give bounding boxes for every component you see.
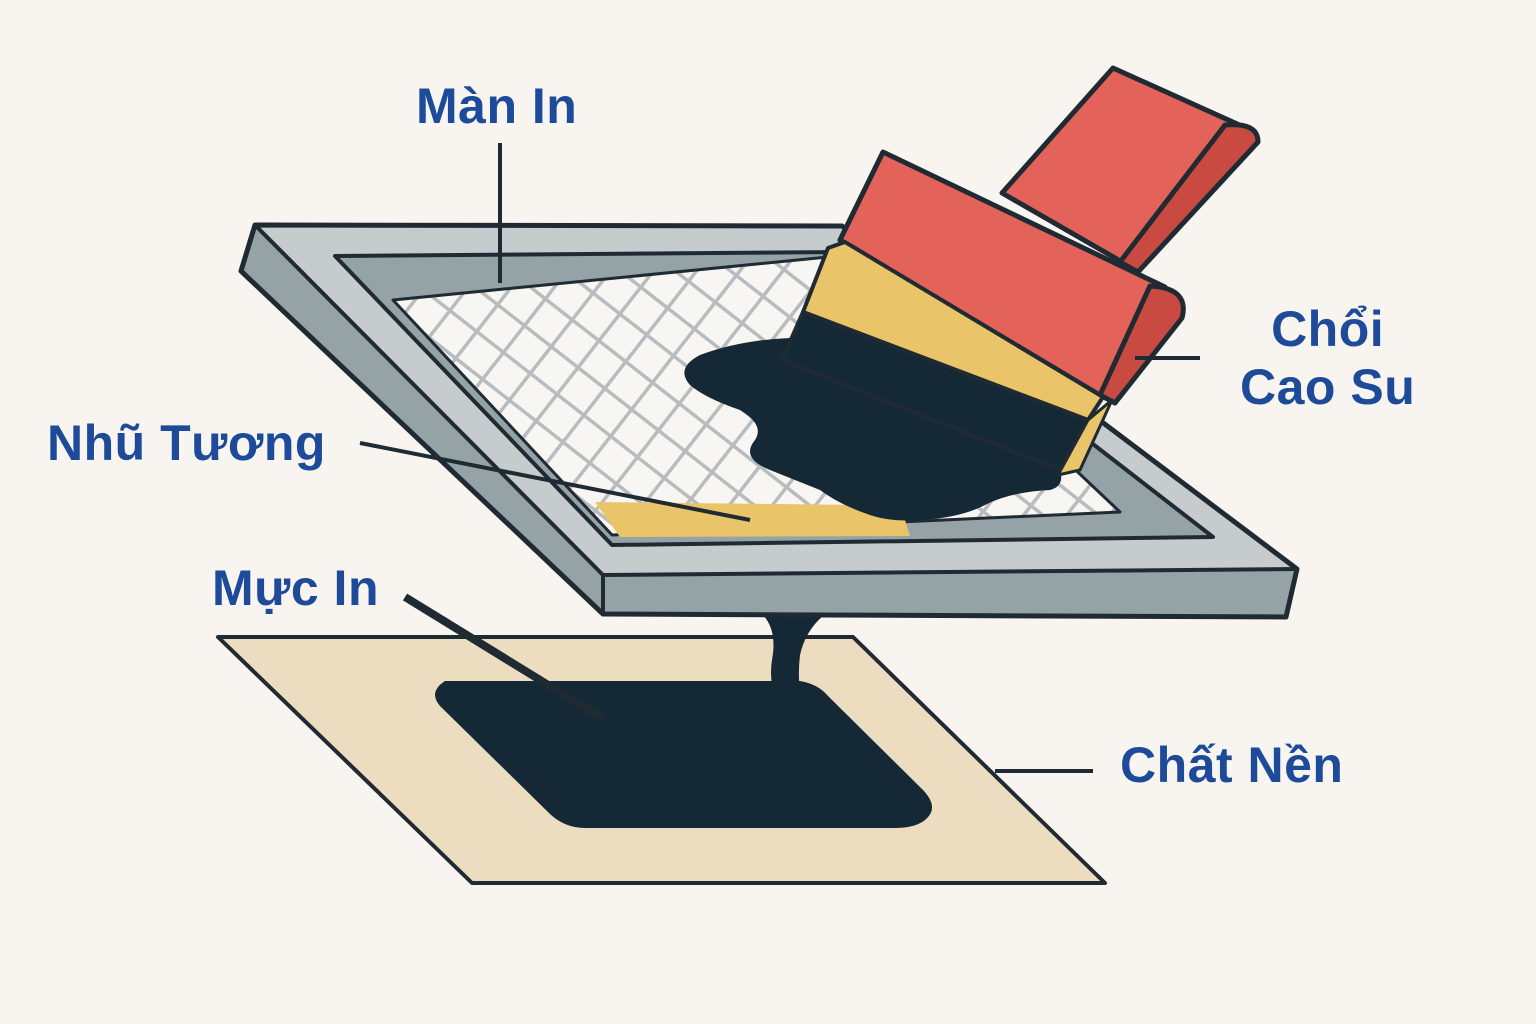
printed-ink-area <box>435 681 933 828</box>
label-squeegee-line-1: Chổi <box>1271 301 1385 357</box>
label-squeegee-line-2: Cao Su <box>1240 359 1416 415</box>
label-screen: Màn In <box>416 78 578 134</box>
squeegee <box>780 65 1261 477</box>
leader-line-ink <box>402 593 605 722</box>
ink-drip <box>760 612 828 705</box>
label-emulsion: Nhũ Tương <box>47 415 326 471</box>
emulsion-layer <box>595 502 910 537</box>
ink-on-screen <box>684 320 1062 521</box>
label-squeegee: Chổi Cao Su <box>1240 300 1415 416</box>
leader-line-emulsion <box>359 441 751 522</box>
leader-lines <box>359 143 1200 773</box>
label-substrate: Chất Nền <box>1120 737 1344 793</box>
label-ink: Mực In <box>212 560 379 616</box>
